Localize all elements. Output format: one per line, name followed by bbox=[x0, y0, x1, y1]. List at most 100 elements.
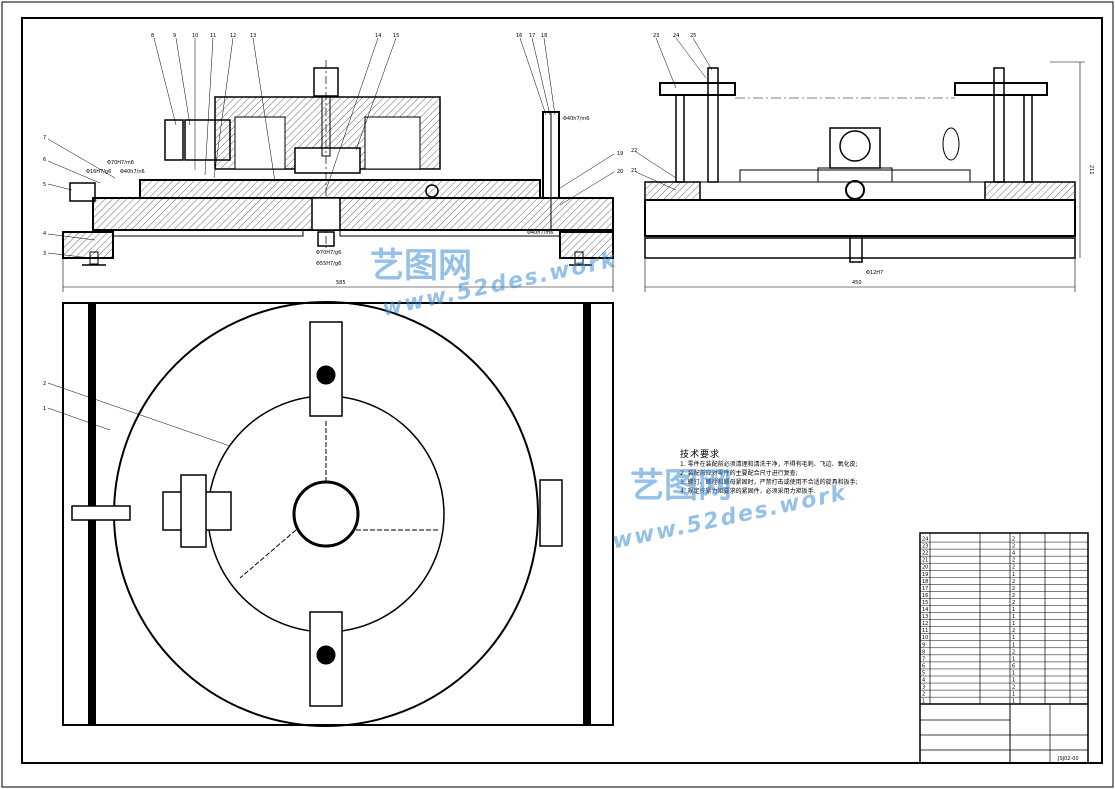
bom-row-number: 19 bbox=[922, 572, 928, 578]
bom-row-quantity: 1 bbox=[1012, 635, 1015, 641]
bom-row-quantity: 1 bbox=[1012, 607, 1015, 613]
bom-row-quantity: 1 bbox=[1012, 699, 1015, 705]
bom-row-number: 4 bbox=[922, 678, 925, 684]
callout-13: 13 bbox=[250, 33, 256, 39]
callout-3: 3 bbox=[43, 251, 46, 257]
bom-row-quantity: 2 bbox=[1012, 649, 1015, 655]
bom-row-quantity: 1 bbox=[1012, 572, 1015, 578]
technical-requirements: 技术要求 1. 零件在装配前必须清理和清洗干净，不得有毛刺、飞边、氧化皮; 2.… bbox=[680, 447, 910, 496]
callout-21: 21 bbox=[631, 168, 637, 174]
bom-row-number: 10 bbox=[922, 635, 928, 641]
bom-row-number: 14 bbox=[922, 607, 928, 613]
fit-label-70h7-g6: Φ70H7/g6 bbox=[316, 250, 341, 256]
callout-6: 6 bbox=[43, 157, 46, 163]
side-width-dimension: 450 bbox=[852, 280, 862, 286]
bom-row-quantity: 1 bbox=[1012, 670, 1015, 676]
bom-row-quantity: 1 bbox=[1012, 621, 1015, 627]
bom-row-number: 2 bbox=[922, 692, 925, 698]
bom-row-quantity: 6 bbox=[1012, 663, 1015, 669]
callout-2: 2 bbox=[43, 381, 46, 387]
bom-row-number: 20 bbox=[922, 565, 928, 571]
callout-24: 24 bbox=[673, 33, 679, 39]
bom-row-quantity: 2 bbox=[1012, 586, 1015, 592]
bom-row-number: 24 bbox=[922, 537, 928, 543]
bom-row-number: 17 bbox=[922, 586, 928, 592]
bom-row-number: 15 bbox=[922, 600, 928, 606]
fit-label-40h7-m6-bottom: Φ40h7/m6 bbox=[527, 230, 553, 236]
callout-17: 17 bbox=[529, 33, 535, 39]
bom-row-quantity: 1 bbox=[1012, 656, 1015, 662]
callout-10: 10 bbox=[192, 33, 198, 39]
bom-row-number: 7 bbox=[922, 656, 925, 662]
inner-frame bbox=[21, 17, 1103, 764]
bom-row-number: 21 bbox=[922, 558, 928, 564]
fit-label-12h7: Φ12H7 bbox=[866, 270, 883, 276]
watermark-top: 艺图网 bbox=[370, 238, 472, 287]
bom-row-number: 12 bbox=[922, 621, 928, 627]
callout-11: 11 bbox=[210, 33, 216, 39]
callout-15: 15 bbox=[393, 33, 399, 39]
bom-row-quantity: 1 bbox=[1012, 678, 1015, 684]
callout-19: 19 bbox=[617, 151, 623, 157]
bom-row-quantity: 4 bbox=[1012, 551, 1015, 557]
callout-25: 25 bbox=[690, 33, 696, 39]
tech-notes-title: 技术要求 bbox=[680, 450, 721, 460]
callout-5: 5 bbox=[43, 182, 46, 188]
front-width-dimension: 585 bbox=[336, 280, 346, 286]
bom-row-number: 1 bbox=[922, 699, 925, 705]
fit-label-40h7-n6: Φ40h7/n6 bbox=[120, 169, 145, 175]
bom-row-number: 16 bbox=[922, 593, 928, 599]
callout-1: 1 bbox=[43, 406, 46, 412]
bom-row-number: 13 bbox=[922, 614, 928, 620]
callout-8: 8 bbox=[151, 33, 154, 39]
fit-label-40h7-m6-top: Φ40h7/m6 bbox=[563, 116, 589, 122]
callout-16: 16 bbox=[516, 33, 522, 39]
plan-callout-leaders bbox=[47, 382, 231, 447]
watermark-mid: 艺图网 bbox=[630, 458, 732, 507]
bom-row-quantity: 2 bbox=[1012, 565, 1015, 571]
watermark-cn: 艺图网 bbox=[370, 246, 472, 286]
callout-4: 4 bbox=[43, 231, 46, 237]
bom-row-quantity: 2 bbox=[1012, 537, 1015, 543]
callout-12: 12 bbox=[230, 33, 236, 39]
plan-view bbox=[62, 301, 614, 727]
bom-row-quantity: 1 bbox=[1012, 642, 1015, 648]
tech-note-4: 4. 规定拧紧力矩要求的紧固件，必须采用力矩扳手. bbox=[680, 488, 816, 495]
bom-row-number: 18 bbox=[922, 579, 928, 585]
callout-14: 14 bbox=[375, 33, 381, 39]
bom-row-number: 22 bbox=[922, 551, 928, 557]
bom-row-number: 9 bbox=[922, 642, 925, 648]
bom-row-number: 11 bbox=[922, 628, 928, 634]
callout-9: 9 bbox=[173, 33, 176, 39]
drawing-number: JSJ02-00 bbox=[1057, 756, 1079, 762]
bom-row-quantity: 2 bbox=[1012, 628, 1015, 634]
bom-row-quantity: 1 bbox=[1012, 692, 1015, 698]
side-view bbox=[644, 61, 1085, 292]
tech-note-3: 3. 螺钉、螺栓和螺母紧固时，严禁打击或使用不合适的旋具和扳手; bbox=[680, 479, 858, 486]
tech-note-1: 1. 零件在装配前必须清理和清洗干净，不得有毛刺、飞边、氧化皮; bbox=[680, 461, 858, 468]
side-height-dimension: 211 bbox=[1088, 165, 1094, 175]
front-callout-leaders bbox=[47, 37, 615, 259]
bom-row-number: 3 bbox=[922, 685, 925, 691]
bom-row-number: 23 bbox=[922, 544, 928, 550]
bom-row-quantity: 1 bbox=[1012, 614, 1015, 620]
callout-7: 7 bbox=[43, 135, 46, 141]
bom-row-quantity: 2 bbox=[1012, 558, 1015, 564]
bom-row-quantity: 2 bbox=[1012, 579, 1015, 585]
side-callout-leaders bbox=[635, 37, 713, 191]
bom-row-quantity: 2 bbox=[1012, 685, 1015, 691]
callout-22: 22 bbox=[631, 148, 637, 154]
front-section-view bbox=[62, 60, 614, 292]
callout-18: 18 bbox=[541, 33, 547, 39]
bom-row-number: 6 bbox=[922, 663, 925, 669]
callout-23: 23 bbox=[653, 33, 659, 39]
watermark-cn-2: 艺图网 bbox=[630, 466, 732, 506]
bom-row-quantity: 2 bbox=[1012, 600, 1015, 606]
bom-row-quantity: 2 bbox=[1012, 593, 1015, 599]
bom-row-number: 5 bbox=[922, 670, 925, 676]
fit-label-55h7-g6: Φ55H7/g6 bbox=[316, 261, 341, 267]
callout-20: 20 bbox=[617, 169, 623, 175]
